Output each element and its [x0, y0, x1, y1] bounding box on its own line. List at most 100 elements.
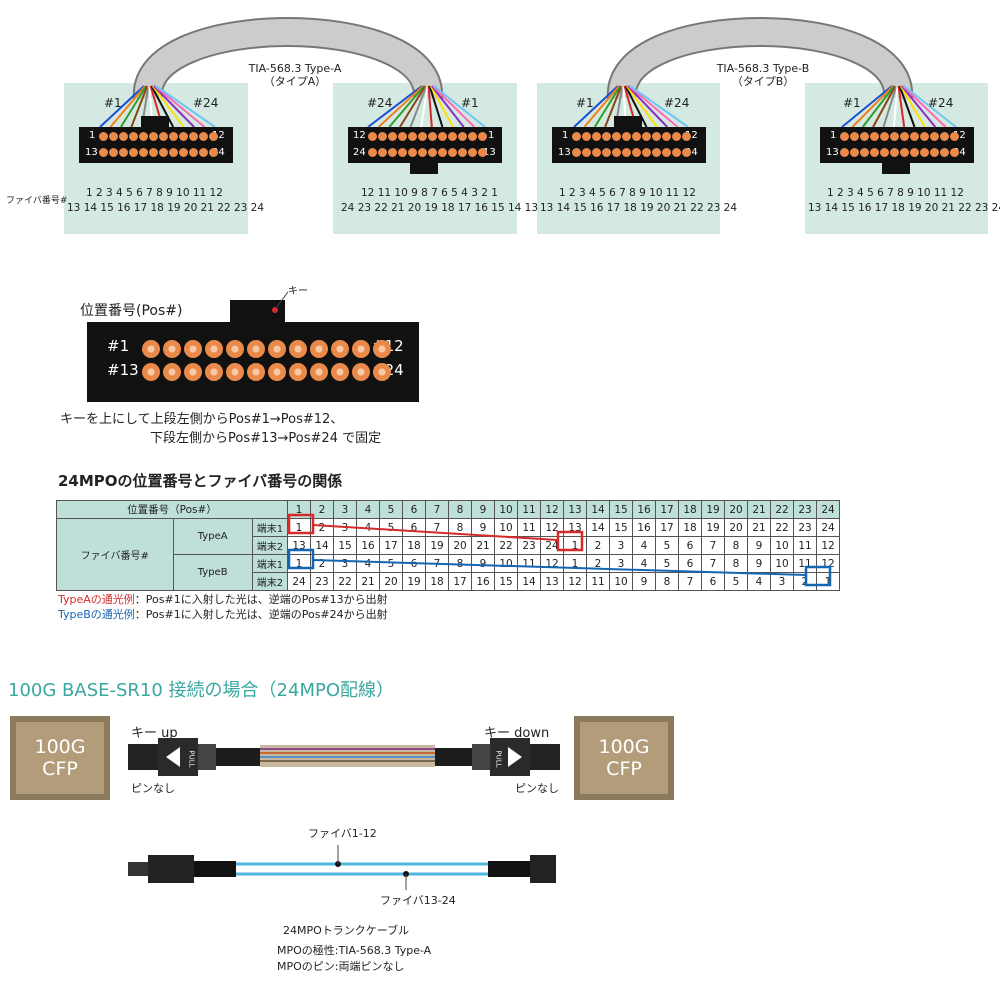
- table-cell: 21: [356, 572, 380, 591]
- fiber-pin: [592, 132, 601, 141]
- table-cell: 2: [793, 572, 817, 591]
- table-cell: 8: [448, 500, 472, 519]
- fiber-pin: [189, 132, 198, 141]
- table-cell: 10: [494, 554, 518, 573]
- table-cell: 13: [563, 518, 587, 537]
- fiber-pin: [226, 363, 244, 381]
- table-cell: 15: [609, 500, 633, 519]
- table-cell: 8: [724, 536, 748, 555]
- fan-fiber: [898, 85, 916, 128]
- fiber-pin: [652, 148, 661, 157]
- fiber-pin: [632, 148, 641, 157]
- table-cell: 6: [678, 536, 702, 555]
- fiber-pin: [900, 148, 909, 157]
- fan-fiber: [150, 85, 175, 128]
- fiber-pin: [139, 132, 148, 141]
- fan-fiber: [154, 85, 206, 128]
- table-cell: 12: [540, 518, 564, 537]
- table-cell: 10: [770, 536, 794, 555]
- fiber-pin: [940, 132, 949, 141]
- fiber-pin: [642, 148, 651, 157]
- fiber-pin: [109, 148, 118, 157]
- type-a-cable-arc-inner: [135, 19, 441, 100]
- fiber-pin: [478, 132, 487, 141]
- table-cell: 11: [517, 500, 541, 519]
- fiber-pin: [289, 340, 307, 358]
- table-cell: 22: [333, 572, 357, 591]
- fiber-pin: [331, 363, 349, 381]
- table-cell: 9: [747, 536, 771, 555]
- fiber-pin: [612, 132, 621, 141]
- fiber-pin: [860, 148, 869, 157]
- fiber-pin: [672, 132, 681, 141]
- fan-fiber: [399, 85, 427, 128]
- connector-key: [614, 116, 642, 128]
- fiber-pin: [950, 132, 959, 141]
- fiber-pin: [163, 340, 181, 358]
- table-cell: 17: [655, 500, 679, 519]
- table-cell: 16: [632, 518, 656, 537]
- fiber-pin: [860, 132, 869, 141]
- fiber-pin: [268, 340, 286, 358]
- fiber-pin: [99, 148, 108, 157]
- no-pin-label-left: ピンなし: [131, 782, 175, 795]
- fan-fiber: [861, 85, 895, 128]
- fiber-pin: [622, 132, 631, 141]
- connector-type-a-end1: 1 13 12 24: [79, 127, 233, 163]
- fiber-pin: [880, 132, 889, 141]
- fiber-pin: [418, 132, 427, 141]
- table-cell: 1: [287, 518, 311, 537]
- table-cell: 20: [379, 572, 403, 591]
- fiber-pin: [129, 148, 138, 157]
- fiber-pin: [169, 132, 178, 141]
- table-cell: 12: [540, 500, 564, 519]
- fiber-pin: [169, 148, 178, 157]
- key-marker-dot: [272, 307, 278, 313]
- table-cell: 4: [356, 554, 380, 573]
- table-cell: 3: [333, 518, 357, 537]
- table-cell: 9: [747, 554, 771, 573]
- end1-label: 端末1: [251, 554, 289, 573]
- fiber-pin: [592, 148, 601, 157]
- table-cell: 2: [310, 554, 334, 573]
- table-cell: 10: [494, 500, 518, 519]
- fiber-pin: [870, 132, 879, 141]
- table-cell: 8: [724, 554, 748, 573]
- table-cell: 11: [793, 554, 817, 573]
- fiber-pin: [368, 148, 377, 157]
- table-cell: 1: [287, 554, 311, 573]
- fan-fiber: [627, 85, 668, 128]
- fiber-pin: [373, 340, 391, 358]
- type-a-title: TIA-568.3 Type-A（タイプA）: [248, 62, 342, 88]
- fiber-pin: [398, 148, 407, 157]
- fiber-pin: [950, 148, 959, 157]
- table-cell: 11: [793, 536, 817, 555]
- hash-label: #1: [843, 96, 861, 110]
- fan-fiber: [431, 85, 465, 128]
- fiber-numbers-row1: 1 2 3 4 5 6 7 8 9 10 11 12: [559, 187, 696, 199]
- fiber-pin: [438, 148, 447, 157]
- table-cell: 16: [356, 536, 380, 555]
- fiber-pin: [378, 132, 387, 141]
- table-cell: 20: [724, 500, 748, 519]
- fan-fiber: [99, 85, 145, 128]
- end1-label: 端末1: [251, 518, 289, 537]
- table-cell: 23: [310, 572, 334, 591]
- table-cell: 14: [517, 572, 541, 591]
- table-cell: 5: [379, 554, 403, 573]
- fan-fiber: [604, 85, 623, 128]
- fiber-pin: [468, 132, 477, 141]
- hash-label: #24: [367, 96, 393, 110]
- fiber-pin: [289, 363, 307, 381]
- fiber-numbers-row2: 24 23 22 21 20 19 18 17 16 15 14 13: [341, 202, 539, 214]
- fiber-pin: [612, 148, 621, 157]
- table-cell: 3: [770, 572, 794, 591]
- table-cell: 12: [816, 536, 840, 555]
- table-cell: 24: [816, 500, 840, 519]
- table-cell: 2: [310, 500, 334, 519]
- hash-label: #24: [928, 96, 954, 110]
